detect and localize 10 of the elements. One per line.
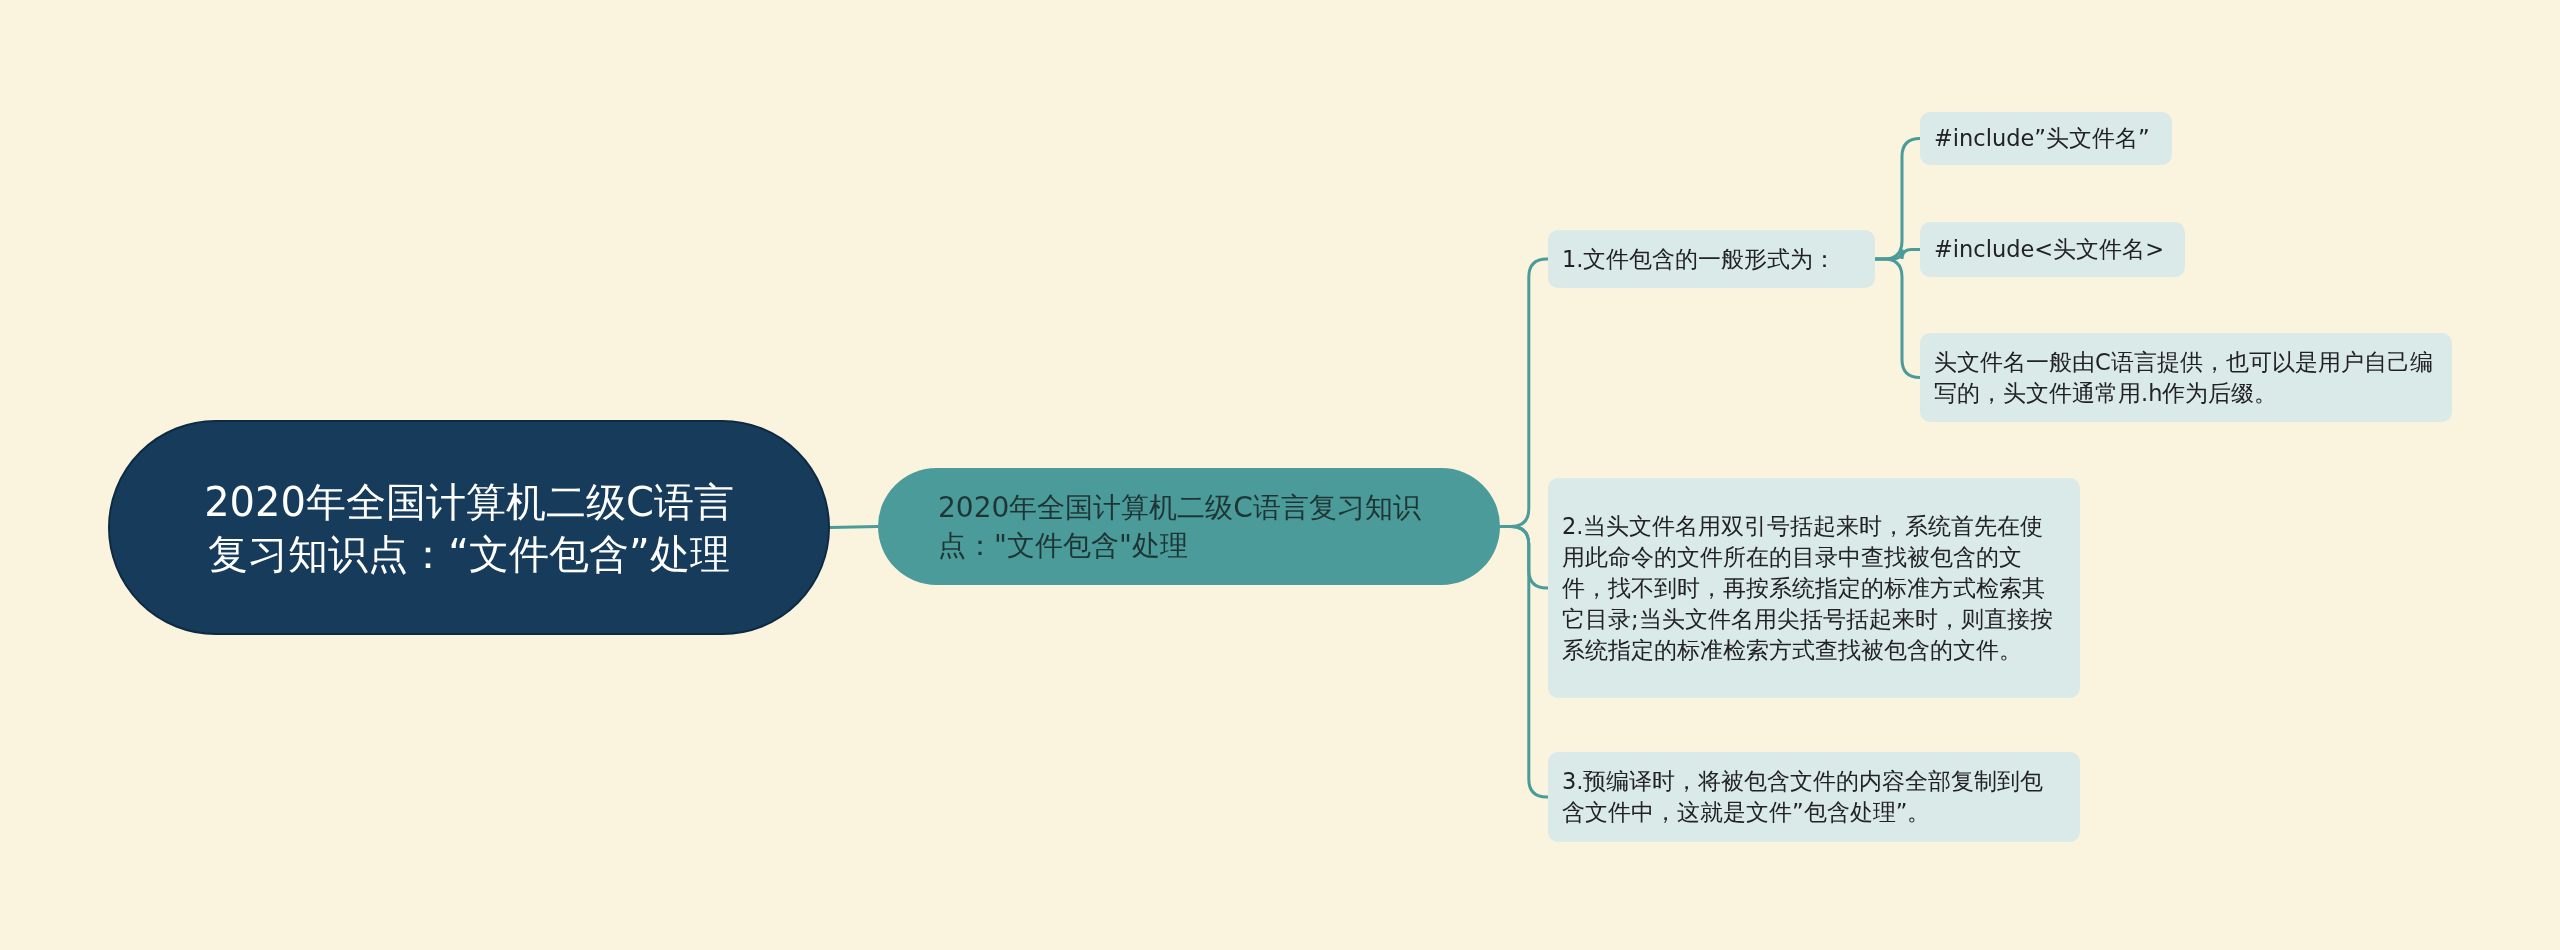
subtopic-box: 3.预编译时，将被包含文件的内容全部复制到包含文件中，这就是文件”包含处理”。 <box>1548 752 2080 842</box>
topic-box: 2020年全国计算机二级C语言复习知识点："文件包含"处理 <box>878 468 1500 585</box>
subtopic-box: 头文件名一般由C语言提供，也可以是用户自己编写的，头文件通常用.h作为后缀。 <box>1920 333 2452 422</box>
central-topic: 2020年全国计算机二级C语言复习知识点：“文件包含”处理 <box>108 420 830 635</box>
subtopic-box: #include<头文件名> <box>1920 222 2185 277</box>
subtopic-box: 1.文件包含的一般形式为： <box>1548 230 1875 288</box>
subtopic-box: 2.当头文件名用双引号括起来时，系统首先在使用此命令的文件所在的目录中查找被包含的文件，找不到时，再按系统指定的标准方式检索其它目录;当头文件名用尖括号括起来时，则直接按系统指定的标准检索方式查找被包含的文件。 <box>1548 478 2080 698</box>
connector-line <box>1875 257 1922 379</box>
connector-line <box>829 525 879 529</box>
subtopic-box: #include”头文件名” <box>1920 112 2172 165</box>
